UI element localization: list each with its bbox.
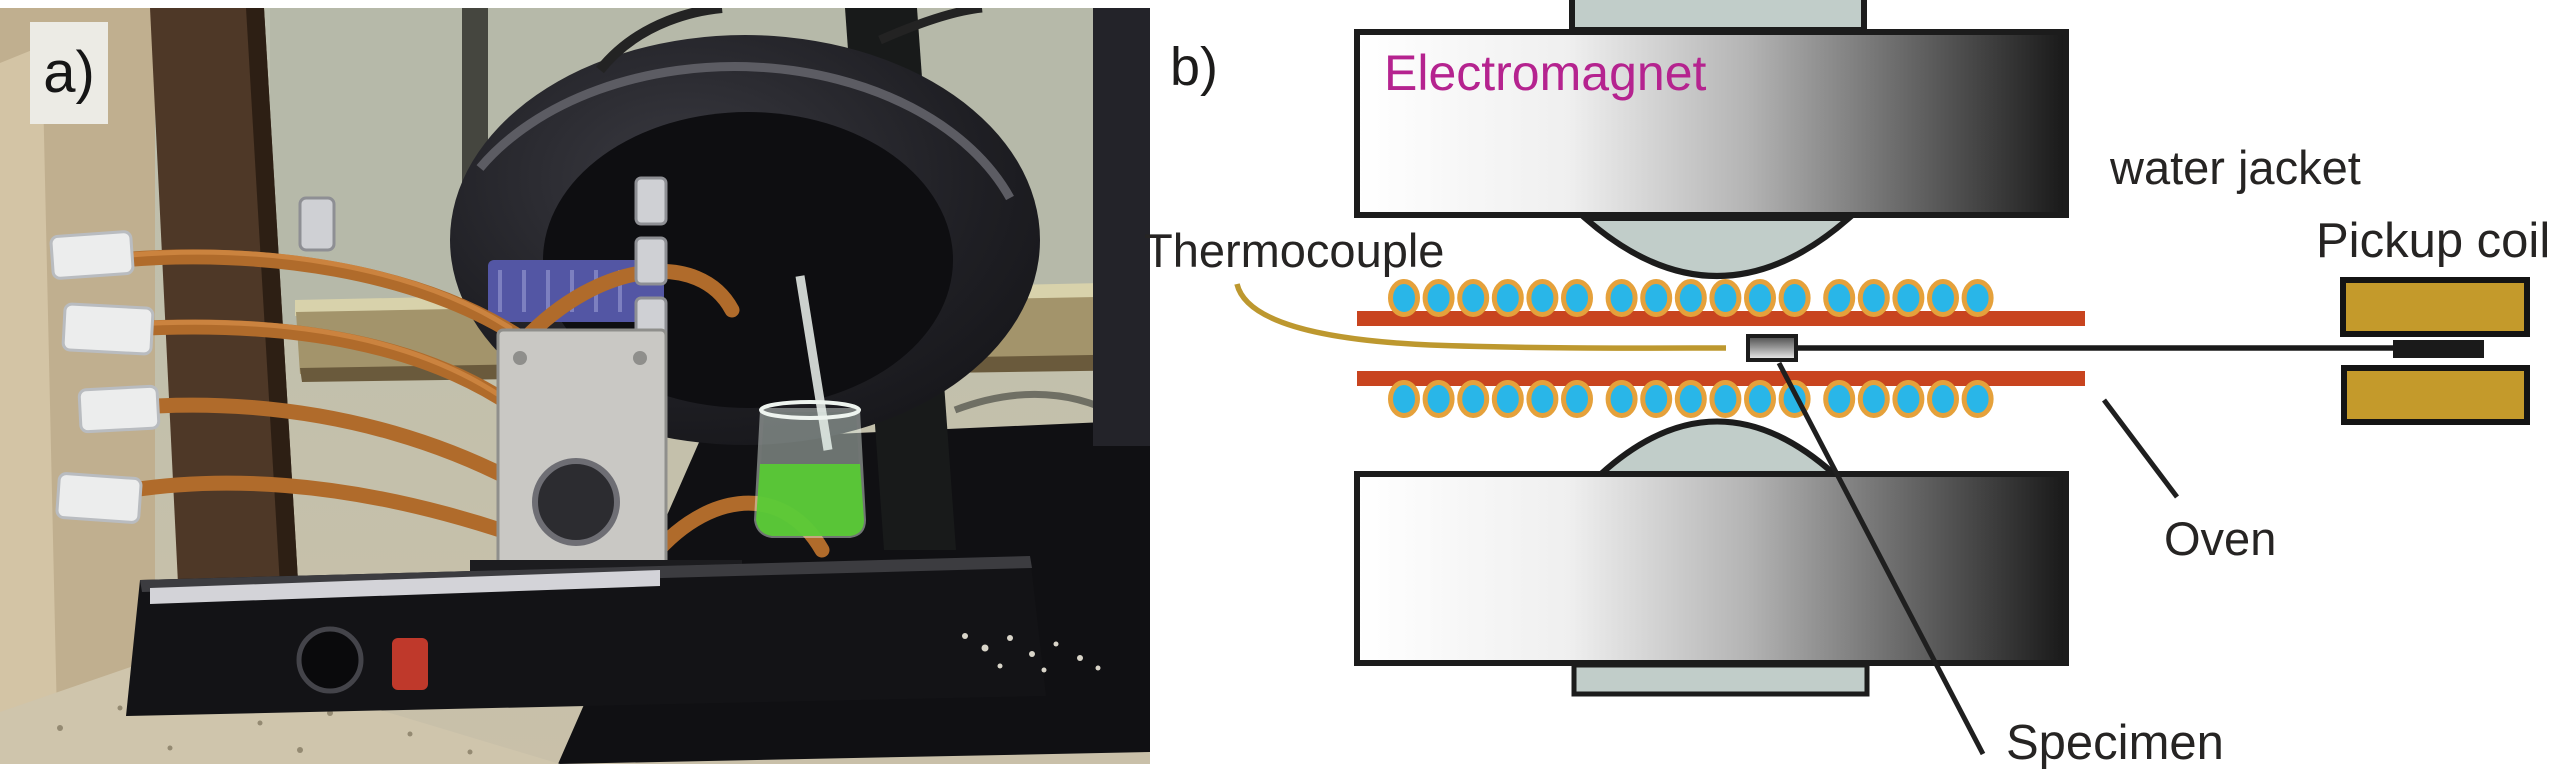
panel-a-label-text: a) — [43, 40, 95, 105]
heater-coil-row-top — [1388, 279, 1994, 317]
photo-panel-a — [0, 8, 1150, 764]
coil-turn — [1491, 380, 1524, 418]
photo-cylinder-highlight — [476, 62, 1014, 201]
photo-chrome-rail — [150, 570, 660, 604]
coil-turn — [1744, 380, 1776, 418]
heater-coil-row-bottom — [1388, 380, 1994, 418]
photo-fittings — [49, 230, 161, 524]
coil-turn — [1857, 380, 1890, 418]
pickup-coil-core — [2393, 340, 2484, 358]
oven-label: Oven — [2164, 512, 2277, 565]
photo-base-knob — [296, 626, 364, 694]
coil-turn — [1526, 279, 1559, 317]
specimen-box — [1746, 334, 1798, 362]
bottom-pole-piece — [1593, 418, 1842, 477]
photo-glass-rod — [795, 275, 833, 451]
oven-leader-line — [2102, 398, 2179, 499]
coil-turn — [1561, 380, 1593, 418]
photo-box-knob — [535, 461, 617, 543]
coil-turn — [1526, 380, 1559, 418]
coil-turn — [1674, 279, 1707, 317]
coil-turn — [1892, 380, 1925, 418]
coil-turn — [1491, 279, 1524, 317]
coil-turn — [1422, 279, 1455, 317]
photo-beaker-liquid — [756, 464, 864, 536]
coil-turn — [1422, 380, 1455, 418]
thermocouple-label: Thermocouple — [1144, 224, 1445, 277]
coil-turn — [1709, 380, 1742, 418]
coil-turn — [1927, 279, 1959, 317]
bottom-pole-cap — [1571, 662, 1870, 697]
coil-turn — [1457, 380, 1490, 418]
panel-a-label: a) — [30, 22, 108, 124]
coil-turn — [1961, 380, 1994, 418]
coil-turn — [1927, 380, 1959, 418]
coil-turn — [1892, 279, 1925, 317]
coil-turn — [1640, 380, 1673, 418]
pickup-coil-label: Pickup coil — [2316, 214, 2551, 268]
photo-table-speckles — [962, 633, 1101, 673]
coil-turn — [1823, 380, 1856, 418]
coil-turn — [1457, 279, 1490, 317]
specimen-leader-line — [1776, 361, 1986, 756]
coil-turn — [1388, 279, 1420, 317]
coil-turn — [1605, 380, 1638, 418]
coil-turn — [1561, 279, 1593, 317]
panel-b-label: b) — [1170, 37, 1219, 97]
top-pole-piece — [1577, 215, 1857, 279]
bottom-electromagnet — [1354, 471, 2069, 666]
pickup-coil-bottom — [2341, 365, 2530, 425]
photo-cable-1 — [596, 8, 723, 74]
photo-right-band — [1093, 8, 1150, 446]
coil-turn — [1857, 279, 1890, 317]
photo-beaker-rim — [759, 400, 861, 420]
photo-copper-highlights — [115, 249, 533, 421]
top-pole-cap — [1569, 0, 1867, 33]
photo-red-switch — [392, 638, 428, 690]
coil-turn — [1778, 279, 1811, 317]
coil-turn — [1388, 380, 1420, 418]
coil-turn — [1823, 279, 1856, 317]
coil-turn — [1640, 279, 1673, 317]
thermocouple-wire — [1234, 283, 1727, 351]
coil-turn — [1605, 279, 1638, 317]
pickup-coil-top — [2340, 277, 2530, 337]
specimen-label: Specimen — [2006, 716, 2224, 770]
photo-cabinet-edge — [0, 46, 58, 764]
photo-cable-2 — [878, 8, 983, 45]
water-jacket-label: water jacket — [2110, 141, 2361, 194]
coil-turn — [1709, 279, 1742, 317]
electromagnet-label: Electromagnet — [1384, 45, 1707, 101]
coil-turn — [1961, 279, 1994, 317]
coil-turn — [1744, 279, 1776, 317]
coil-turn — [1674, 380, 1707, 418]
